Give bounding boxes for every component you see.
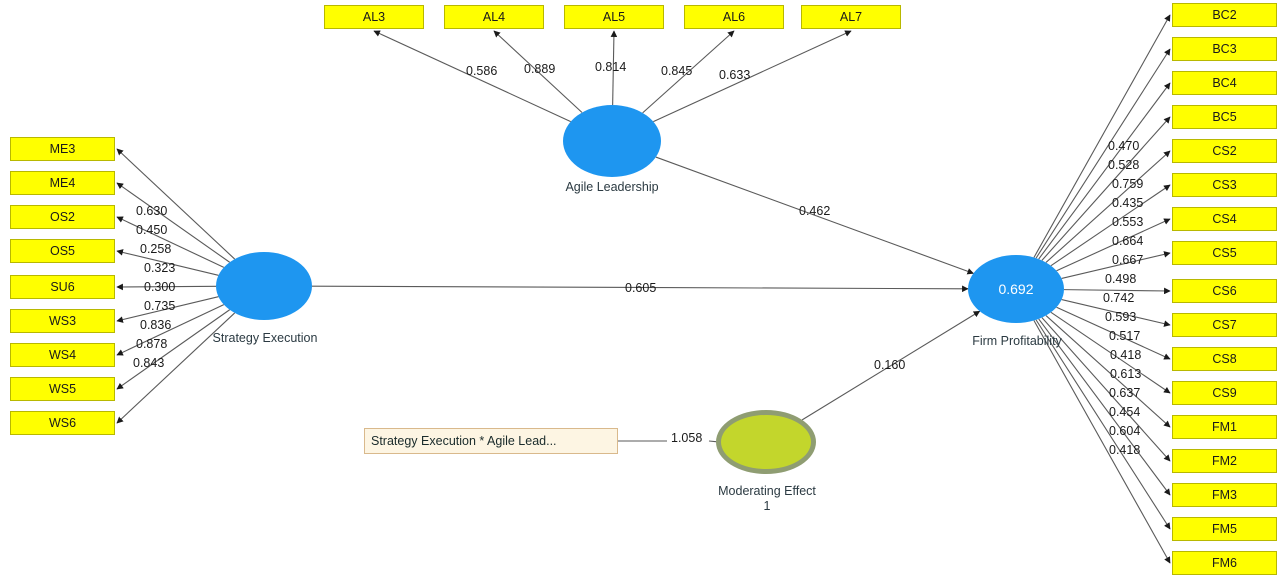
loading-fm5: 0.604 (1109, 424, 1141, 438)
indicator-cs8[interactable]: CS8 (1172, 347, 1277, 371)
loading-cs3: 0.664 (1112, 234, 1144, 248)
path-coefficient-strategy-execution-firm-profitability: 0.605 (625, 281, 657, 295)
indicator-al5[interactable]: AL5 (564, 5, 664, 29)
indicator-cs9[interactable]: CS9 (1172, 381, 1277, 405)
indicator-me4[interactable]: ME4 (10, 171, 115, 195)
construct-agile-leadership[interactable] (563, 105, 661, 177)
construct-label-firm-profitability: Firm Profitability (972, 334, 1062, 348)
indicator-ws6[interactable]: WS6 (10, 411, 115, 435)
loading-os5: 0.323 (144, 261, 176, 275)
indicator-fm3[interactable]: FM3 (1172, 483, 1277, 507)
indicator-cs4[interactable]: CS4 (1172, 207, 1277, 231)
loading-cs5: 0.498 (1105, 272, 1137, 286)
loading-su6: 0.300 (144, 280, 176, 294)
indicator-fm6[interactable]: FM6 (1172, 551, 1277, 575)
loading-fm6: 0.418 (1109, 443, 1141, 457)
indicator-al6[interactable]: AL6 (684, 5, 784, 29)
loading-al7: 0.633 (719, 68, 751, 82)
construct-firm-profitability[interactable]: 0.692 (968, 255, 1064, 323)
loading-cs2: 0.553 (1112, 215, 1144, 229)
loading-os2: 0.258 (140, 242, 172, 256)
indicator-ws4[interactable]: WS4 (10, 343, 115, 367)
indicator-al3[interactable]: AL3 (324, 5, 424, 29)
construct-moderating-effect-1[interactable] (716, 410, 816, 474)
loading-bc4: 0.759 (1112, 177, 1144, 191)
indicator-al7[interactable]: AL7 (801, 5, 901, 29)
indicator-ws3[interactable]: WS3 (10, 309, 115, 333)
interaction-term-box[interactable]: Strategy Execution * Agile Lead... (364, 428, 618, 454)
loading-al5: 0.814 (595, 60, 627, 74)
indicator-al4[interactable]: AL4 (444, 5, 544, 29)
loading-ws4: 0.836 (140, 318, 172, 332)
loading-me4: 0.450 (136, 223, 168, 237)
indicator-cs6[interactable]: CS6 (1172, 279, 1277, 303)
construct-label-moderating-effect-1: Moderating Effect 1 (718, 484, 816, 513)
loading-al6: 0.845 (661, 64, 693, 78)
path-coefficient-agile-leadership-firm-profitability: 0.462 (799, 204, 831, 218)
path-coefficient-moderating-effect-firm-profitability: 0.160 (874, 358, 906, 372)
indicator-os5[interactable]: OS5 (10, 239, 115, 263)
loading-me3: 0.630 (136, 204, 168, 218)
indicator-ws5[interactable]: WS5 (10, 377, 115, 401)
indicator-cs2[interactable]: CS2 (1172, 139, 1277, 163)
indicator-bc5[interactable]: BC5 (1172, 105, 1277, 129)
loading-fm1: 0.613 (1110, 367, 1142, 381)
indicator-fm2[interactable]: FM2 (1172, 449, 1277, 473)
loading-al3: 0.586 (466, 64, 498, 78)
loading-ws5: 0.878 (136, 337, 168, 351)
loading-fm2: 0.637 (1109, 386, 1141, 400)
indicator-os2[interactable]: OS2 (10, 205, 115, 229)
loading-cs9: 0.418 (1110, 348, 1142, 362)
loading-ws6: 0.843 (133, 356, 165, 370)
loading-cs8: 0.517 (1109, 329, 1141, 343)
construct-strategy-execution[interactable] (216, 252, 312, 320)
indicator-fm5[interactable]: FM5 (1172, 517, 1277, 541)
loading-cs6: 0.742 (1103, 291, 1135, 305)
construct-label-strategy-execution: Strategy Execution (212, 331, 318, 345)
indicator-cs5[interactable]: CS5 (1172, 241, 1277, 265)
loading-fm3: 0.454 (1109, 405, 1141, 419)
indicator-bc4[interactable]: BC4 (1172, 71, 1277, 95)
r-squared-firm-profitability: 0.692 (998, 281, 1034, 297)
loading-bc3: 0.528 (1108, 158, 1140, 172)
loading-cs7: 0.593 (1105, 310, 1137, 324)
indicator-bc2[interactable]: BC2 (1172, 3, 1277, 27)
loading-bc5: 0.435 (1112, 196, 1144, 210)
indicator-su6[interactable]: SU6 (10, 275, 115, 299)
loading-al4: 0.889 (524, 62, 556, 76)
loading-cs4: 0.667 (1112, 253, 1144, 267)
loading-interaction-term: 1.058 (671, 431, 703, 445)
loading-ws3: 0.735 (144, 299, 176, 313)
indicator-me3[interactable]: ME3 (10, 137, 115, 161)
construct-label-agile-leadership: Agile Leadership (565, 180, 659, 194)
indicator-cs3[interactable]: CS3 (1172, 173, 1277, 197)
indicator-bc3[interactable]: BC3 (1172, 37, 1277, 61)
indicator-fm1[interactable]: FM1 (1172, 415, 1277, 439)
indicator-cs7[interactable]: CS7 (1172, 313, 1277, 337)
loading-bc2: 0.470 (1108, 139, 1140, 153)
